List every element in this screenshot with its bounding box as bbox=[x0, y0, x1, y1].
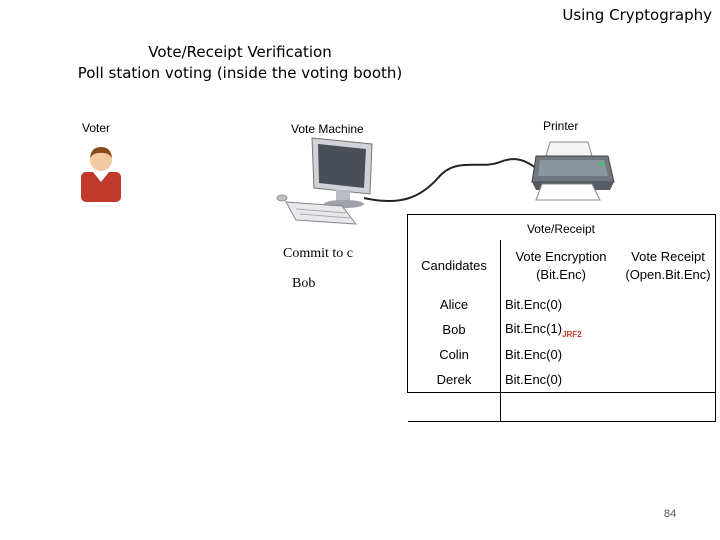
empty-cell bbox=[500, 392, 621, 422]
encryption-value: Bit.Enc(1) bbox=[505, 320, 563, 336]
empty-cell bbox=[621, 392, 716, 422]
receipt-value bbox=[621, 317, 716, 342]
candidate-name: Derek bbox=[407, 367, 501, 393]
table-row-empty bbox=[407, 392, 716, 422]
candidate-name: Colin bbox=[407, 342, 501, 367]
candidate-name: Bob bbox=[407, 317, 501, 342]
computer-icon bbox=[276, 137, 373, 225]
printer-icon bbox=[531, 141, 615, 201]
cable-line bbox=[363, 158, 537, 202]
candidate-name: Alice bbox=[407, 292, 501, 317]
table-row: Derek Bit.Enc(0) bbox=[407, 367, 716, 393]
receipt-title-box bbox=[407, 214, 716, 240]
slide-title: Vote/Receipt Verification Poll station v… bbox=[0, 42, 480, 84]
table-row: Bob Bit.Enc(1)JRF2 bbox=[407, 317, 716, 342]
printer-label: Printer bbox=[543, 119, 579, 133]
header-encryption-line1: Vote Encryption bbox=[515, 249, 607, 264]
encryption-value: Bit.Enc(0) bbox=[500, 367, 621, 393]
header-receipt-line2: (Open.Bit.Enc) bbox=[625, 267, 711, 282]
empty-cell bbox=[407, 392, 501, 422]
commit-value: Bob bbox=[292, 276, 316, 291]
voter-label: Voter bbox=[82, 121, 111, 135]
commit-text: Commit to c bbox=[283, 246, 353, 261]
header-encryption-line2: (Bit.Enc) bbox=[536, 267, 586, 282]
encryption-value: Bit.Enc(0) bbox=[500, 292, 621, 317]
receipt-value bbox=[621, 342, 716, 367]
person-icon bbox=[81, 147, 121, 202]
encryption-value: Bit.Enc(0) bbox=[500, 342, 621, 367]
slide-title-line2: Poll station voting (inside the voting b… bbox=[77, 64, 403, 82]
table-row: Colin Bit.Enc(0) bbox=[407, 342, 716, 367]
header-receipt: Vote Receipt (Open.Bit.Enc) bbox=[621, 240, 716, 292]
header-receipt-line1: Vote Receipt bbox=[631, 249, 705, 264]
vote-machine-label: Vote Machine bbox=[291, 122, 364, 136]
slide-title-line1: Vote/Receipt Verification bbox=[148, 43, 332, 61]
header-candidates: Candidates bbox=[407, 240, 501, 292]
header-encryption: Vote Encryption (Bit.Enc) bbox=[500, 240, 621, 292]
page-number: 84 bbox=[664, 508, 677, 520]
receipt-value bbox=[621, 367, 716, 393]
table-row: Alice Bit.Enc(0) bbox=[407, 292, 716, 317]
receipt-header-row: Candidates Vote Encryption (Bit.Enc) Vot… bbox=[407, 240, 716, 292]
receipt-table: Candidates Vote Encryption (Bit.Enc) Vot… bbox=[407, 240, 716, 422]
receipt-title: Vote/Receipt bbox=[526, 222, 596, 236]
header-title: Using Cryptography bbox=[562, 6, 712, 24]
annotation-note: JRF2 bbox=[562, 329, 582, 339]
receipt-value bbox=[621, 292, 716, 317]
encryption-cell: Bit.Enc(1)JRF2 bbox=[500, 317, 621, 342]
